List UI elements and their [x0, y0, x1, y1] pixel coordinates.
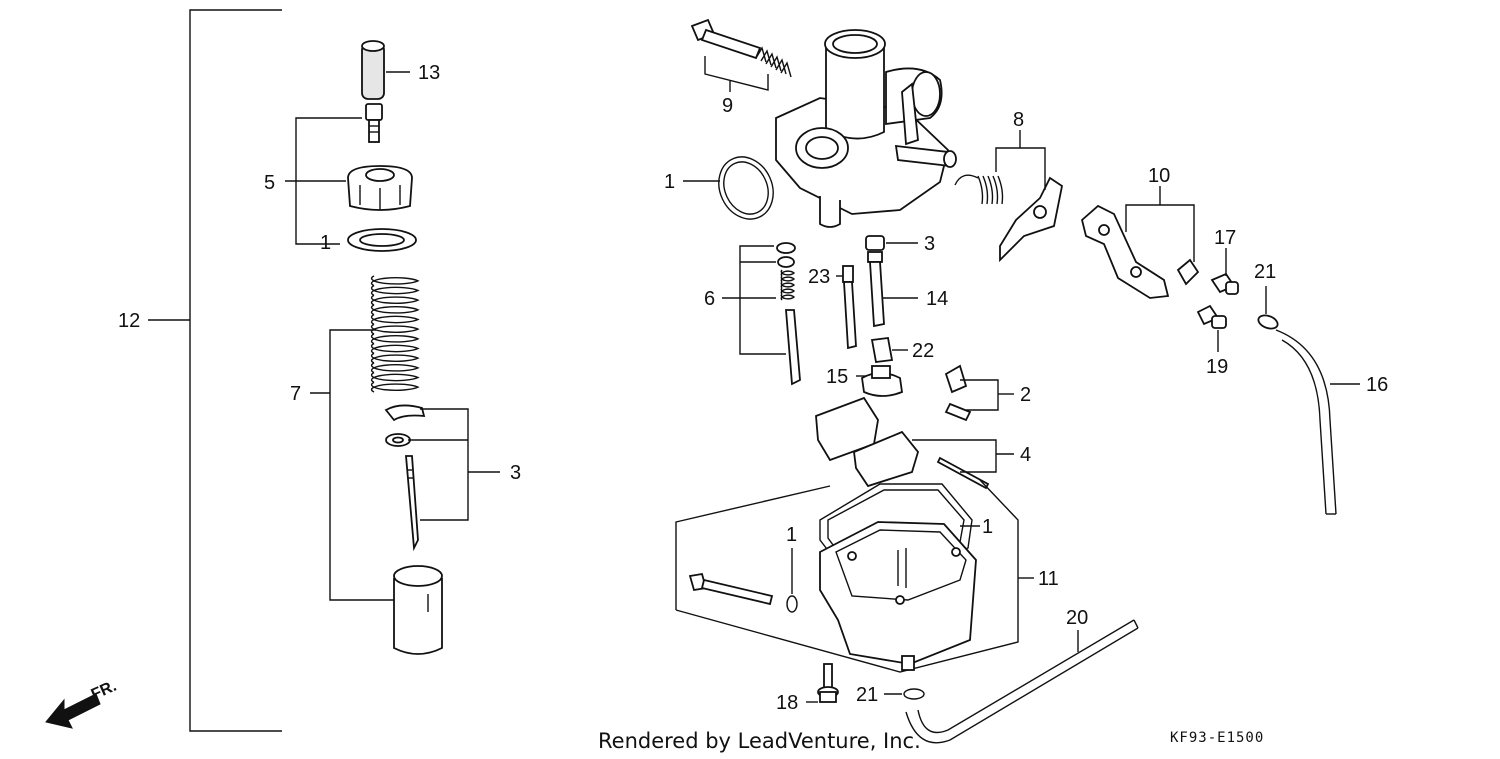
- callout-12[interactable]: 12: [118, 310, 140, 332]
- bracket-5: [285, 117, 362, 245]
- bracket-4: [912, 439, 1014, 473]
- part-18-drain-bolt[interactable]: [806, 663, 839, 703]
- part-4-float[interactable]: [815, 396, 990, 490]
- part-1-cap-washer[interactable]: [347, 228, 417, 252]
- part-3-valve-seat[interactable]: [865, 235, 918, 251]
- callout-4[interactable]: 4: [1020, 444, 1031, 466]
- bracket-8: [995, 130, 1046, 190]
- callout-23[interactable]: 23: [808, 266, 830, 288]
- direction-label: FR.: [89, 678, 119, 704]
- bracket-2: [960, 379, 1014, 411]
- callout-labels: 13 5 1 12 7 3 9 1 8 10 17 21 19 16 3 23 …: [118, 62, 1388, 714]
- part-22-jet[interactable]: [870, 337, 908, 363]
- bracket-7: [310, 329, 394, 601]
- callout-1-body-oring[interactable]: 1: [664, 171, 675, 193]
- bracket-9: [704, 56, 769, 92]
- front-direction-arrow: FR.: [45, 678, 119, 729]
- callout-1-drain-oring[interactable]: 1: [786, 524, 797, 546]
- part-21-clip-top[interactable]: [1257, 286, 1280, 331]
- part-7-spring[interactable]: [370, 275, 420, 393]
- carburetor-body[interactable]: [775, 29, 957, 228]
- callout-10[interactable]: 10: [1148, 165, 1170, 187]
- bracket-10: [1125, 186, 1195, 262]
- callout-22[interactable]: 22: [912, 340, 934, 362]
- bracket-3-needle: [408, 408, 500, 521]
- part-2-float-valve[interactable]: [944, 364, 972, 422]
- part-14-needle-jet[interactable]: [867, 251, 918, 328]
- bracket-6: [722, 245, 786, 355]
- callout-9[interactable]: 9: [722, 95, 733, 117]
- callout-5[interactable]: 5: [264, 172, 275, 194]
- callout-13[interactable]: 13: [418, 62, 440, 84]
- float-bowl[interactable]: [819, 521, 977, 671]
- callout-17[interactable]: 17: [1214, 227, 1236, 249]
- part-20-drain-tube[interactable]: [905, 619, 1139, 744]
- callout-1-cap-washer[interactable]: 1: [320, 232, 331, 254]
- bracket-12: [148, 9, 282, 732]
- callout-3-needle[interactable]: 3: [510, 462, 521, 484]
- part-3-needle-clip-set[interactable]: [384, 404, 426, 552]
- part-17-screw[interactable]: [1210, 248, 1239, 295]
- bracket-11: [675, 479, 1034, 673]
- callout-21-bottom[interactable]: 21: [856, 684, 878, 706]
- part-5-adjuster-bolt[interactable]: [365, 103, 383, 143]
- callout-14[interactable]: 14: [926, 288, 948, 310]
- callout-8[interactable]: 8: [1013, 109, 1024, 131]
- callout-11[interactable]: 11: [1038, 568, 1059, 590]
- part-8-throttle-arm[interactable]: [954, 174, 1064, 263]
- callout-16[interactable]: 16: [1366, 374, 1388, 396]
- callout-7[interactable]: 7: [290, 383, 301, 405]
- callout-6[interactable]: 6: [704, 288, 715, 310]
- callout-1-bowl-gasket[interactable]: 1: [982, 516, 993, 538]
- part-23-jet-needle[interactable]: [836, 265, 857, 350]
- part-1-drain-oring[interactable]: [786, 548, 798, 613]
- callout-20[interactable]: 20: [1066, 607, 1088, 629]
- credit-text: Rendered by LeadVenture, Inc.: [598, 729, 921, 753]
- part-15-main-jet[interactable]: [856, 365, 903, 397]
- part-10-cable-bracket[interactable]: [1080, 204, 1200, 299]
- callout-15[interactable]: 15: [826, 366, 848, 388]
- callout-18[interactable]: 18: [776, 692, 798, 714]
- part-5-top-cap[interactable]: [347, 165, 413, 211]
- part-21-clip-bottom[interactable]: [884, 688, 925, 700]
- part-16-tube[interactable]: [1275, 329, 1360, 515]
- part-6-pilot-screw-set[interactable]: [776, 242, 801, 386]
- callout-19[interactable]: 19: [1206, 356, 1228, 378]
- callout-3-valve[interactable]: 3: [924, 233, 935, 255]
- callout-21-top[interactable]: 21: [1254, 261, 1276, 283]
- diagram-code: KF93-E1500: [1170, 730, 1264, 746]
- part-9-screw-spring[interactable]: [690, 18, 792, 78]
- part-1-body-oring[interactable]: [683, 148, 783, 228]
- part-7-throttle-valve[interactable]: [393, 565, 443, 655]
- part-13-cap-tube[interactable]: [361, 40, 410, 100]
- part-19-screw[interactable]: [1196, 304, 1227, 352]
- callout-2[interactable]: 2: [1020, 384, 1031, 406]
- part-11-drain-screw[interactable]: [688, 572, 774, 606]
